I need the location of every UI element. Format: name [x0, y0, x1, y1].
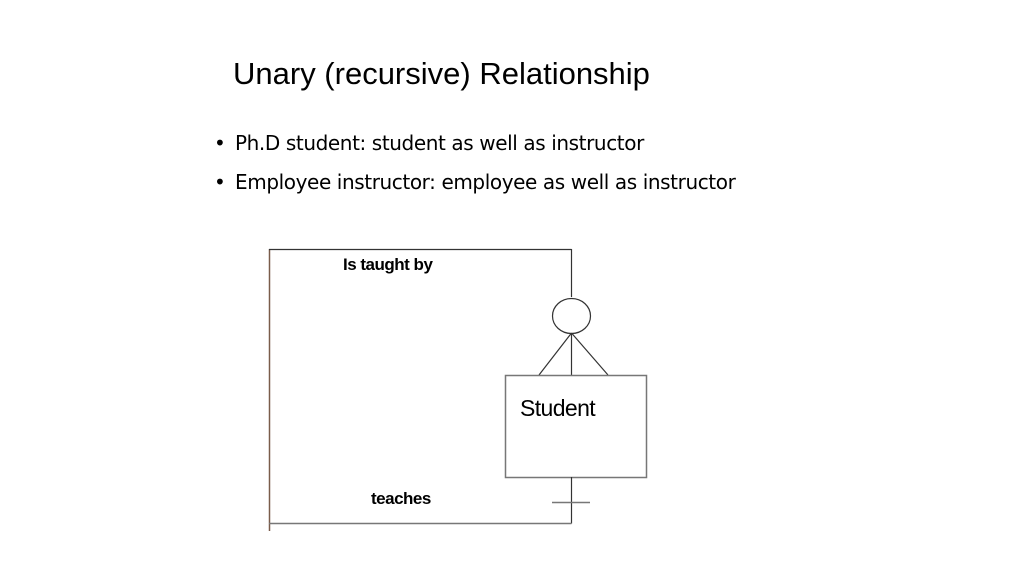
relationship-label-is-taught-by: Is taught by [343, 255, 433, 274]
entity-name: Student [520, 395, 596, 421]
bullet-item: • Employee instructor: employee as well … [214, 163, 736, 202]
entity-box [504, 374, 648, 479]
optional-circle-icon [551, 297, 592, 335]
slide-title: Unary (recursive) Relationship [233, 56, 650, 91]
bullet-text: Employee instructor: employee as well as… [235, 170, 736, 194]
relationship-label-teaches: teaches [371, 489, 431, 508]
bullet-text: Ph.D student: student as well as instruc… [235, 131, 644, 155]
bullet-list: • Ph.D student: student as well as instr… [214, 124, 736, 202]
crows-foot-icon [538, 332, 609, 376]
bullet-marker: • [214, 131, 226, 155]
bullet-item: • Ph.D student: student as well as instr… [214, 124, 735, 163]
bullet-marker: • [214, 170, 226, 194]
